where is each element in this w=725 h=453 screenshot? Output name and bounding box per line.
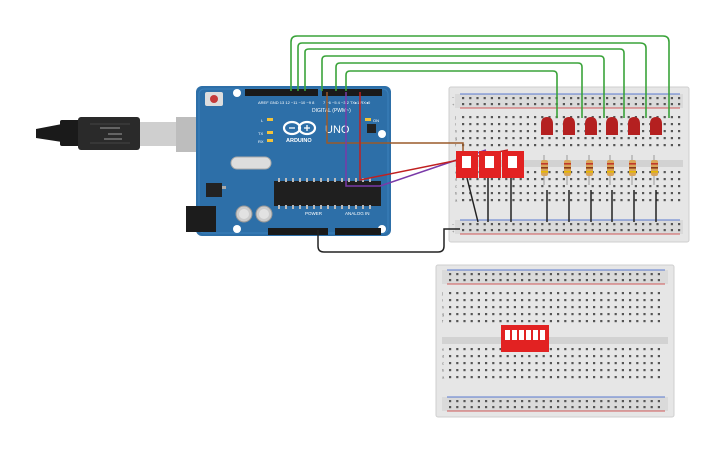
breadboard-row-label: e: [442, 347, 445, 352]
leds[interactable]: [541, 117, 662, 135]
brand-label: ARDUINO: [286, 138, 312, 144]
svg-text:−: −: [452, 95, 455, 100]
black-ground-wire[interactable]: [317, 228, 460, 253]
power-label: POWER: [305, 211, 323, 216]
green-wires[interactable]: [290, 35, 670, 118]
led-5[interactable]: [628, 117, 640, 135]
breadboard-row-label: d: [442, 354, 444, 359]
svg-text:−: −: [452, 222, 455, 227]
breadboard-row-label: c: [442, 361, 444, 366]
breadboard-row-label: j: [454, 115, 456, 120]
breadboard-row-label: f: [442, 319, 444, 324]
breadboard-row-label: h: [455, 129, 457, 134]
resistor-5[interactable]: [629, 155, 636, 185]
purple-wire[interactable]: [345, 92, 487, 187]
led-6[interactable]: [650, 117, 662, 135]
resistors[interactable]: [541, 155, 658, 185]
resistor-4[interactable]: [607, 155, 614, 185]
svg-text:7 ~6 ~5 4 ~3 2 TX▸1 RX◂0: 7 ~6 ~5 4 ~3 2 TX▸1 RX◂0: [323, 100, 371, 105]
breadboard-row-label: a: [455, 198, 458, 203]
led-4[interactable]: [606, 117, 618, 135]
switch-ground-jumpers: [466, 177, 512, 223]
dip-switch-8pos[interactable]: [501, 325, 549, 352]
breadboard-row-label: g: [455, 136, 457, 141]
resistor-6[interactable]: [651, 155, 658, 185]
on-label: ON: [373, 118, 379, 123]
tx-label: TX: [258, 131, 263, 136]
breadboard-bottom[interactable]: [435, 264, 675, 418]
breadboard-row-label: d: [455, 177, 457, 182]
analog-header[interactable]: [335, 228, 381, 235]
digital-header-right[interactable]: [322, 89, 382, 96]
led-1[interactable]: [541, 117, 553, 135]
infinity-logo-icon: [282, 120, 317, 136]
resistor-2[interactable]: [564, 155, 571, 185]
svg-text:+: +: [452, 102, 455, 107]
resistor-1[interactable]: [541, 155, 548, 185]
svg-text:AREF GND 13 12 ~11 ~10 ~9 8: AREF GND 13 12 ~11 ~10 ~9 8: [258, 100, 315, 105]
breadboard-row-label: a: [442, 375, 445, 380]
breadboard-row-label: f: [455, 143, 457, 148]
breadboard-row-label: j: [441, 291, 443, 296]
brown-wire[interactable]: [326, 92, 464, 153]
breadboard-row-label: b: [455, 191, 458, 196]
breadboard-row-label: c: [455, 184, 457, 189]
rx-label: RX: [258, 139, 264, 144]
breadboard-row-label: b: [442, 368, 445, 373]
svg-text:+: +: [452, 229, 455, 234]
power-header[interactable]: [268, 228, 328, 235]
power-jack[interactable]: [186, 206, 216, 232]
led-2[interactable]: [563, 117, 575, 135]
usb-cable[interactable]: [36, 117, 199, 152]
model-label: UNO: [325, 124, 350, 136]
breadboard-row-label: h: [442, 305, 444, 310]
breadboard-row-label: i: [442, 298, 443, 303]
led-ground-jumpers: [546, 190, 657, 222]
digital-header-left[interactable]: [245, 89, 318, 96]
resistor-3[interactable]: [586, 155, 593, 185]
arduino-board[interactable]: AREF GND 13 12 ~11 ~10 ~9 8 7 ~6 ~5 4 ~3…: [186, 86, 391, 236]
digital-label: DIGITAL (PWM~): [312, 108, 351, 114]
l-label: L: [261, 118, 264, 123]
breadboard-row-label: g: [442, 312, 444, 317]
dip-switches[interactable]: [456, 151, 524, 178]
analog-label: ANALOG IN: [345, 211, 370, 216]
microcontroller-chip: [274, 181, 381, 206]
led-3[interactable]: [585, 117, 597, 135]
breadboard-row-label: i: [455, 122, 456, 127]
